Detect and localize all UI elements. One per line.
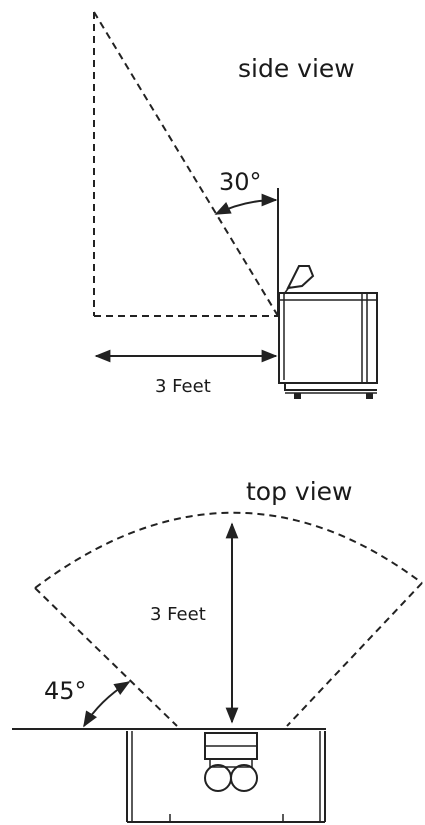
side-view-distance-label: 3 Feet	[155, 376, 211, 397]
top-view-detection-zone	[34, 511, 423, 727]
top-view-title: top view	[246, 477, 352, 506]
device-top-illustration	[126, 731, 326, 823]
top-view-distance-label: 3 Feet	[150, 604, 206, 625]
side-view-detection-zone	[93, 11, 279, 317]
top-view-angle-arc	[83, 681, 131, 728]
side-view-angle-label: 30°	[219, 168, 262, 196]
top-view-angle-label: 45°	[44, 677, 87, 705]
top-view: top view 3 Feet 45°	[12, 477, 423, 823]
device-side-illustration	[278, 265, 378, 399]
side-view-title: side view	[238, 54, 355, 83]
side-view-angle-arc	[214, 193, 278, 215]
side-view: side view 30° 3 Feet	[93, 11, 378, 399]
